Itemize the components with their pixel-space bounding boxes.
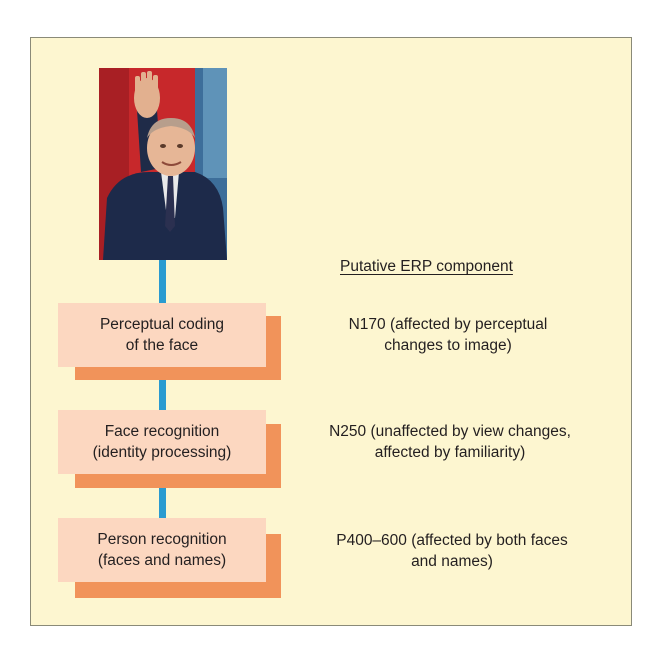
stage-box-label: Person recognition — [97, 531, 227, 548]
erp-description-n170: N170 (affected by perceptual changes to … — [298, 314, 598, 356]
erp-description-line: affected by familiarity) — [374, 444, 526, 461]
erp-description-line: N170 (affected by perceptual — [348, 316, 548, 333]
connector-line — [159, 258, 166, 304]
erp-description-line: changes to image) — [384, 337, 512, 354]
erp-description-line: and names) — [411, 553, 493, 570]
erp-description-line: N250 (unaffected by view changes, — [329, 423, 571, 440]
connector-line — [159, 472, 166, 520]
erp-description-p400: P400–600 (affected by both faces and nam… — [295, 530, 609, 572]
stage-box-perceptual-coding: Perceptual coding of the face — [58, 303, 266, 367]
erp-description-line: P400–600 (affected by both faces — [336, 532, 568, 549]
stage-box-face-recognition: Face recognition (identity processing) — [58, 410, 266, 474]
erp-column-heading: Putative ERP component — [340, 258, 513, 275]
stage-box-label: Perceptual coding — [99, 316, 225, 333]
stage-box-label: (identity processing) — [92, 444, 232, 461]
stage-box-label: (faces and names) — [97, 552, 227, 569]
erp-description-n250: N250 (unaffected by view changes, affect… — [290, 421, 610, 463]
stage-box-person-recognition: Person recognition (faces and names) — [58, 518, 266, 582]
face-photo-image — [99, 68, 227, 260]
stage-box-label: of the face — [125, 337, 199, 354]
face-photo — [99, 68, 227, 260]
stage-box-label: Face recognition — [104, 423, 220, 440]
connector-line — [159, 366, 166, 412]
